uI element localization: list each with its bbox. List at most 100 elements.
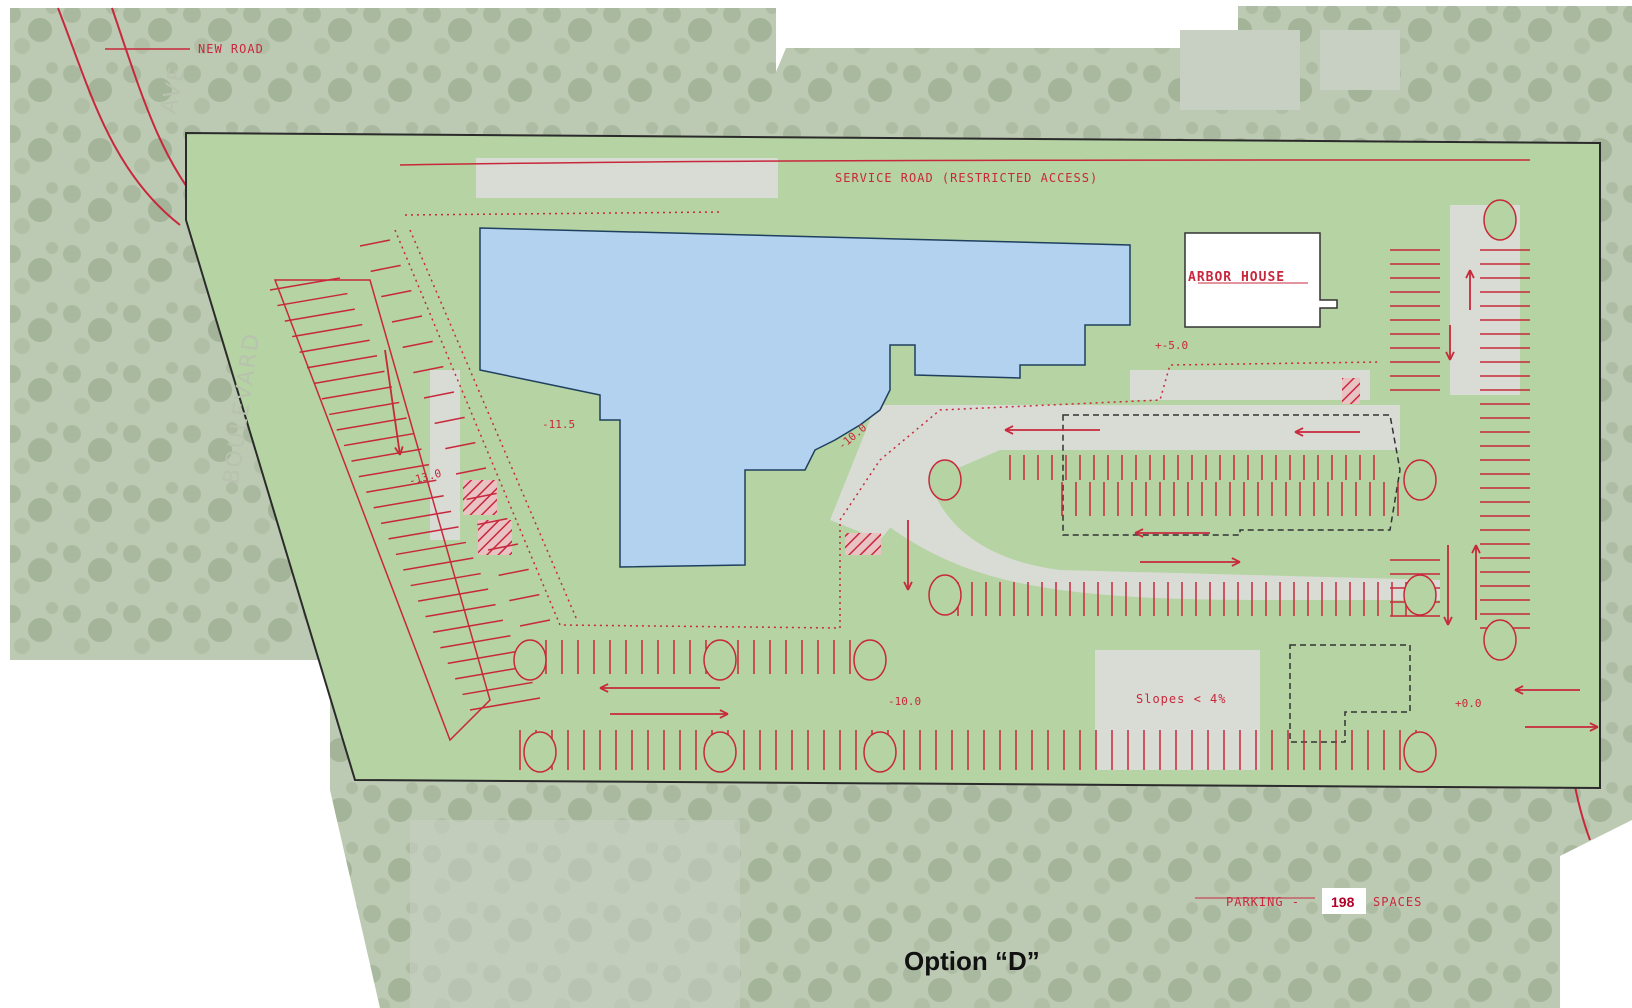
stall-line [1471,544,1477,554]
stall-line [455,666,526,680]
stall-line [425,603,496,618]
planting-island [703,639,737,681]
stall-line [413,365,444,374]
planting-island [523,731,557,773]
stall-line [903,581,909,591]
stall-line [321,386,392,400]
planting-island [928,574,962,616]
main-building [479,227,1131,568]
stall-line [466,492,497,501]
stall-line [395,541,467,556]
stall-line [432,619,504,633]
stall-line [306,355,378,369]
traffic-arrows [384,269,1599,732]
stall-line [284,308,355,322]
stall-line [403,557,474,571]
elevation-label-10-0-bottom: -10.0 [888,695,921,708]
traffic-arrow [1445,325,1455,361]
stall-line [380,510,452,525]
stall-line [373,495,444,509]
accessible-stalls [463,378,1360,555]
traffic-arrow [1443,545,1453,626]
stall-line [1447,616,1453,626]
traffic-arrow [1004,425,1100,435]
traffic-arrow [1140,557,1241,567]
stall-line [1004,429,1014,435]
stall-line [1231,557,1241,563]
traffic-arrow [599,683,720,693]
planting-island [928,459,962,501]
stall-line [1294,431,1304,437]
stall-line [599,683,609,689]
planting-island [1403,574,1437,616]
traffic-arrow [1134,528,1210,538]
parking-count-badge [1322,888,1366,914]
stall-line [719,713,729,719]
stall-line [469,697,541,711]
stall-line [487,543,519,551]
planting-island [863,731,897,773]
stall-line [455,467,487,475]
planting-island [513,639,547,681]
stall-line [366,479,437,493]
elevation-label-5-0: +-5.0 [1155,339,1188,352]
stall-line [1589,722,1599,728]
dashed-footprints [1062,414,1411,743]
elevation-label-11-5: -11.5 [542,418,575,431]
stall-line [388,526,459,540]
stall-line [434,416,465,425]
stall-line [1514,685,1524,691]
stall-line [343,432,415,447]
stall-line [359,239,391,247]
parking-count-value: 198 [1331,894,1355,910]
stall-line [447,650,518,665]
planting-island [703,731,737,773]
paved-areas [430,158,1520,770]
stall-line [599,687,609,693]
planting-island [1483,619,1517,661]
stall-line [1134,532,1144,538]
traffic-arrow [1294,427,1360,437]
stall-line [509,593,540,602]
parking-bay-west [273,279,491,742]
stall-line [1445,351,1451,361]
arbor-house [1184,232,1338,328]
planting-islands [513,199,1517,773]
traffic-arrow [384,349,404,456]
stall-line [519,619,551,627]
stall-line [381,289,412,298]
planting-island [1403,731,1437,773]
elevation-label-0-0: +0.0 [1455,697,1482,710]
planting-island [1483,199,1517,241]
stall-line [1443,616,1449,626]
stall-line [1469,269,1475,279]
stall-line [1514,689,1524,695]
parking-count: PARKING - 198 SPACES [1195,888,1422,914]
stall-line [358,463,430,478]
stall-line [351,448,422,462]
stall-line [1449,351,1455,361]
traffic-arrow [1465,269,1475,310]
stall-line [462,681,533,696]
stall-line [1231,561,1241,567]
stall-line [394,447,401,456]
stall-line [498,568,529,577]
service-road [399,159,1531,166]
stall-line [384,349,401,456]
service-road-label: SERVICE ROAD (RESTRICTED ACCESS) [835,171,1098,185]
stall-line [907,581,913,591]
slopes-label: Slopes < 4% [1136,692,1226,706]
stall-line [292,323,363,338]
stall-line [1134,528,1144,534]
stall-line [423,391,455,399]
sidewalks [394,211,1381,629]
stall-line [402,340,433,349]
stall-line [440,635,511,649]
option-title: Option “D” [904,946,1040,976]
planting-island [1403,459,1437,501]
parking-count-suffix: SPACES [1373,895,1422,909]
stall-line [1465,269,1471,279]
parking-count-prefix: PARKING - [1226,895,1300,909]
stall-line [1004,425,1014,431]
stall-line [1589,726,1599,732]
